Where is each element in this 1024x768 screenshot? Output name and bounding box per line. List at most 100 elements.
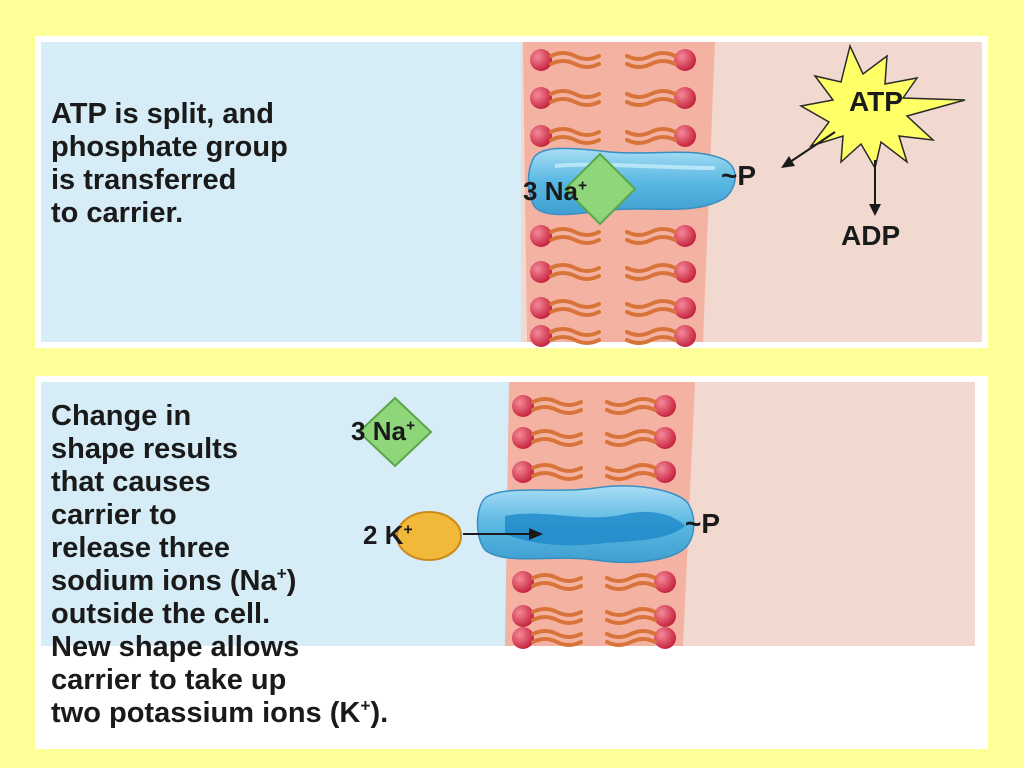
- lipid-tail: [605, 607, 657, 617]
- lipid-tail: [605, 429, 657, 439]
- potassium-charge: +: [360, 695, 371, 716]
- lipid-tail: [549, 327, 601, 337]
- lipid-tail: [625, 335, 677, 345]
- lipid-head: [512, 461, 534, 483]
- caption-line: shape results: [51, 433, 238, 465]
- membrane-diagram-1: [41, 42, 982, 347]
- membrane-diagram-2: [41, 382, 975, 649]
- lipid-head: [654, 427, 676, 449]
- sodium-charge: +: [405, 417, 416, 435]
- lipid-tail: [549, 307, 601, 317]
- lipid-head: [654, 605, 676, 627]
- caption-text: sodium ions (Na: [51, 565, 277, 597]
- lipid-tail: [625, 51, 677, 61]
- lipid-head: [674, 325, 696, 347]
- lipid-tail: [531, 397, 583, 407]
- lipid-tail: [549, 89, 601, 99]
- lipid-tail: [549, 59, 601, 69]
- phosphate-label: ~P: [685, 508, 721, 539]
- caption-atp-split: ATP is split, and phosphate group is tra…: [51, 98, 288, 230]
- lipid-tail: [625, 59, 677, 69]
- lipid-tail: [625, 127, 677, 137]
- lipid-tail: [549, 135, 601, 145]
- caption-line: that causes: [51, 466, 211, 498]
- sodium-symbol: Na: [372, 416, 406, 446]
- lipid-tail: [625, 263, 677, 273]
- lipid-tail: [625, 327, 677, 337]
- lipid-tail: [605, 581, 657, 591]
- lipid-tail: [625, 89, 677, 99]
- lipid-tail: [625, 97, 677, 107]
- potassium-count: 2: [363, 520, 378, 550]
- lipid-head: [512, 605, 534, 627]
- lipid-tail: [531, 637, 583, 647]
- lipid-tail: [549, 235, 601, 245]
- atp-label: ATP: [849, 86, 903, 117]
- caption-line: to carrier.: [51, 197, 184, 229]
- lipid-head: [674, 49, 696, 71]
- sodium-count: 3: [351, 416, 366, 446]
- caption-line: carrier to: [51, 499, 177, 531]
- caption-text: ).: [370, 697, 389, 729]
- caption-shape-change: Change in shape results that causes carr…: [51, 400, 388, 730]
- lipid-head: [654, 461, 676, 483]
- sodium-label: 3 Na+: [351, 416, 415, 447]
- sodium-count: 3: [523, 176, 538, 206]
- lipid-tail: [605, 437, 657, 447]
- lipid-tail: [605, 629, 657, 639]
- caption-text: two potassium ions (K: [51, 697, 361, 729]
- lipid-head: [654, 627, 676, 649]
- lipid-tail: [625, 135, 677, 145]
- lipid-tail: [605, 463, 657, 473]
- caption-text: ): [286, 565, 297, 597]
- sodium-ion-marker: [563, 152, 637, 226]
- sodium-ion-marker: [357, 396, 433, 468]
- lipid-tail: [625, 307, 677, 317]
- lipid-tail: [549, 51, 601, 61]
- lipid-tail: [549, 335, 601, 345]
- lipid-tail: [531, 437, 583, 447]
- lipid-head: [512, 427, 534, 449]
- lipid-tail: [605, 397, 657, 407]
- caption-line: New shape allows: [51, 631, 300, 663]
- caption-line: Change in: [51, 400, 192, 432]
- lipid-tail: [531, 471, 583, 481]
- lipid-head: [530, 125, 552, 147]
- lipid-head: [530, 49, 552, 71]
- lipid-tail: [549, 263, 601, 273]
- lipid-head: [512, 627, 534, 649]
- lipid-head: [530, 225, 552, 247]
- panel-atp-split: ATP is split, and phosphate group is tra…: [35, 36, 988, 348]
- lipid-tail: [549, 227, 601, 237]
- lipid-head: [654, 395, 676, 417]
- phosphate-label: ~P: [721, 160, 757, 191]
- lipid-tail: [531, 573, 583, 583]
- lipid-tail: [605, 615, 657, 625]
- lipid-head: [530, 261, 552, 283]
- lipid-bilayer: [530, 49, 696, 347]
- lipid-head: [674, 297, 696, 319]
- sodium-charge: +: [577, 177, 588, 195]
- caption-line: carrier to take up: [51, 664, 287, 696]
- sodium-label: 3 Na+: [523, 176, 587, 207]
- lipid-tail: [605, 637, 657, 647]
- lipid-head: [674, 125, 696, 147]
- lipid-tail: [531, 607, 583, 617]
- lipid-tail: [531, 581, 583, 591]
- caption-line: ATP is split, and: [51, 98, 274, 130]
- lipid-tail: [605, 573, 657, 583]
- lipid-head: [512, 571, 534, 593]
- lipid-head: [674, 261, 696, 283]
- potassium-label: 2 K+: [363, 520, 413, 551]
- lipid-tail: [625, 227, 677, 237]
- lipid-tail: [531, 463, 583, 473]
- extracellular-region: [41, 42, 521, 342]
- potassium-symbol: K: [384, 520, 404, 550]
- lipid-tail: [531, 405, 583, 415]
- lipid-head: [654, 571, 676, 593]
- lipid-tail: [531, 629, 583, 639]
- lipid-head: [530, 297, 552, 319]
- carrier-channel: [505, 511, 685, 546]
- lipid-tail: [549, 97, 601, 107]
- adp-label: ADP: [841, 220, 901, 251]
